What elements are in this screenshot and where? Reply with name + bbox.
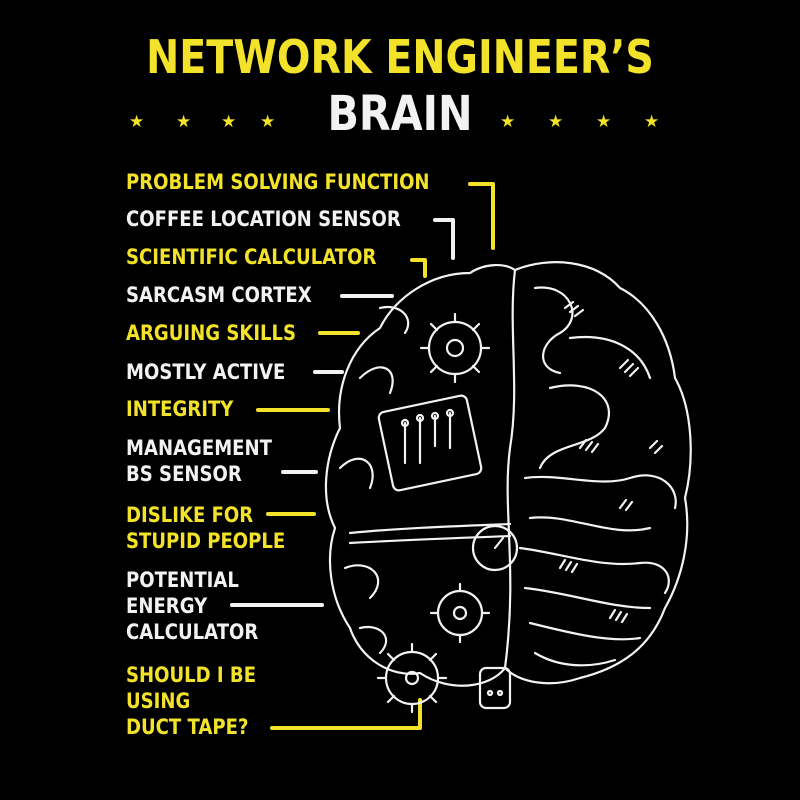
label-mostly-active: MOSTLY ACTIVE [126, 360, 286, 384]
label-ducttape-line1: SHOULD I BE [126, 663, 257, 687]
label-ducttape-line2: USING [126, 689, 191, 713]
connector-problem-solving [468, 182, 495, 250]
gear-icon [436, 589, 484, 637]
label-scientific-calculator: SCIENTIFIC CALCULATOR [126, 245, 377, 269]
label-management-line1: MANAGEMENT [126, 436, 272, 460]
star-icon: ★ [176, 112, 192, 132]
gauge-icon [471, 524, 519, 572]
star-icon: ★ [500, 112, 516, 132]
label-sarcasm-cortex: SARCASM CORTEX [126, 283, 312, 307]
connector-duct-tape [270, 698, 422, 730]
connector-scientific [410, 258, 427, 278]
star-icon: ★ [221, 112, 237, 132]
brain-outline [324, 261, 692, 687]
star-icon: ★ [129, 112, 145, 132]
star-icon: ★ [548, 112, 564, 132]
label-dislike-line1: DISLIKE FOR [126, 503, 254, 527]
label-coffee-sensor: COFFEE LOCATION SENSOR [126, 207, 401, 231]
circuit-board [377, 394, 483, 492]
label-problem-solving: PROBLEM SOLVING FUNCTION [126, 170, 430, 194]
star-icon: ★ [260, 112, 276, 132]
label-potential-line2: ENERGY [126, 594, 208, 618]
title-line-2: BRAIN [327, 86, 473, 142]
label-arguing-skills: ARGUING SKILLS [126, 321, 297, 345]
star-icon: ★ [596, 112, 612, 132]
star-icon: ★ [644, 112, 660, 132]
label-management-line2: BS SENSOR [126, 462, 242, 486]
label-integrity: INTEGRITY [126, 397, 234, 421]
label-dislike-line2: STUPID PEOPLE [126, 529, 286, 553]
connector-coffee [433, 218, 455, 260]
brain-illustration [324, 261, 692, 714]
label-potential-line1: POTENTIAL [126, 568, 239, 592]
title-line-1: NETWORK ENGINEER’S [146, 30, 654, 84]
label-potential-line3: CALCULATOR [126, 620, 259, 644]
label-ducttape-line3: DUCT TAPE? [126, 715, 249, 739]
